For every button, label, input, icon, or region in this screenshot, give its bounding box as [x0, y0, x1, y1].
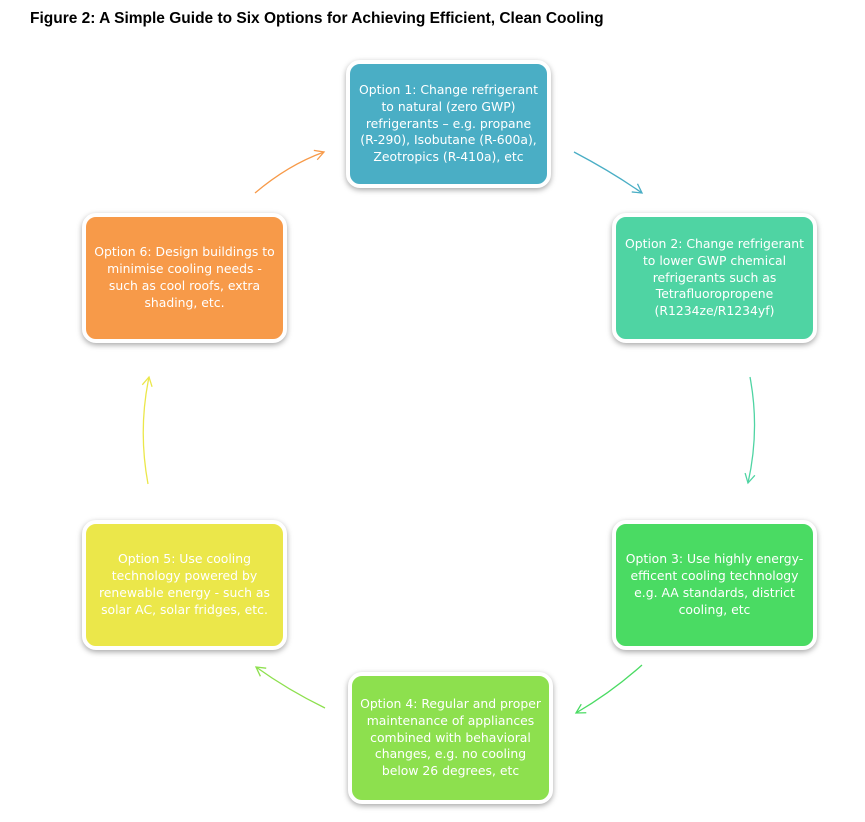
- arrow-6-to-1: [254, 149, 326, 194]
- option-3-box: Option 3: Use highly energy-efficent coo…: [612, 520, 817, 650]
- option-6-box: Option 6: Design buildings to minimise c…: [82, 213, 287, 343]
- option-5-box: Option 5: Use cooling technology powered…: [82, 520, 287, 650]
- option-5-text: Option 5: Use cooling technology powered…: [98, 551, 270, 617]
- option-4-box: Option 4: Regular and proper maintenance…: [348, 672, 553, 804]
- option-3-text: Option 3: Use highly energy-efficent coo…: [625, 551, 804, 617]
- option-1-text: Option 1: Change refrigerant to natural …: [359, 81, 538, 165]
- option-6-text: Option 6: Design buildings to minimise c…: [94, 244, 275, 310]
- arrow-5-to-6: [141, 375, 153, 485]
- arrow-3-to-4: [574, 664, 643, 714]
- option-2-box: Option 2: Change refrigerant to lower GW…: [612, 213, 817, 343]
- arrow-1-to-2: [573, 151, 644, 194]
- figure-title: Figure 2: A Simple Guide to Six Options …: [30, 10, 604, 27]
- arrow-4-to-5: [254, 666, 326, 709]
- option-4-text: Option 4: Regular and proper maintenance…: [360, 695, 541, 779]
- arrow-2-to-3: [744, 376, 756, 485]
- option-1-box: Option 1: Change refrigerant to natural …: [346, 60, 551, 188]
- option-2-text: Option 2: Change refrigerant to lower GW…: [625, 235, 804, 319]
